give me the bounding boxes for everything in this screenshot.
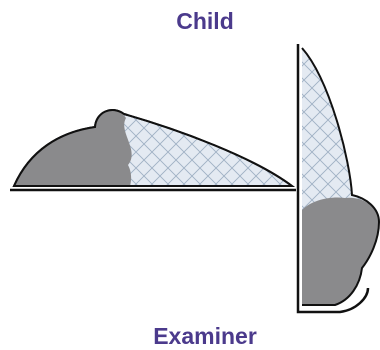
examiner-shape (298, 40, 380, 312)
child-shape (10, 110, 296, 192)
child-hand (10, 110, 132, 192)
examiner-label: Examiner (0, 323, 380, 350)
